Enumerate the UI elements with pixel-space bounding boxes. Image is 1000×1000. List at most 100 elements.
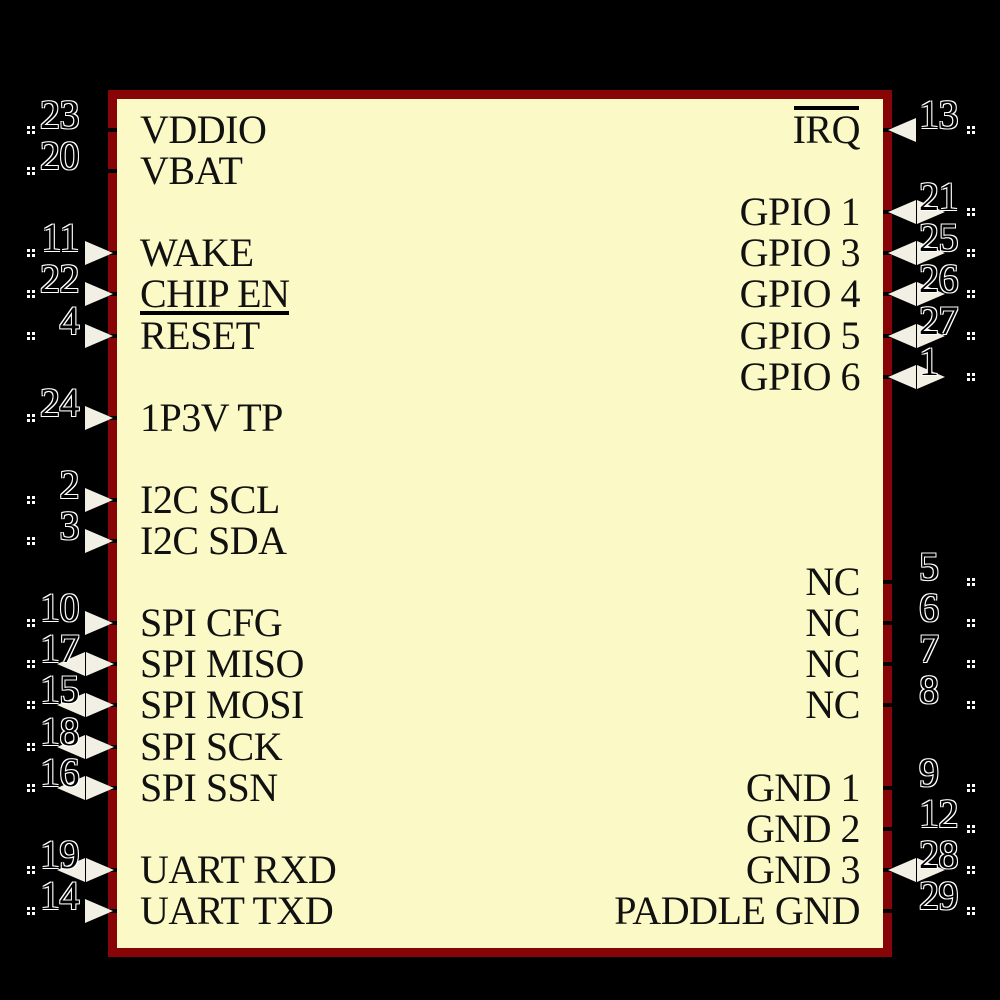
pin-name: UART TXD (140, 887, 334, 933)
pin-name: UART RXD (140, 846, 337, 892)
pin-name: GPIO 3 (739, 230, 861, 276)
pin-number: 10 (40, 585, 80, 631)
pin-type-dots-icon (967, 783, 970, 787)
pin-name-text: NC (805, 682, 860, 728)
pin-type-dots-icon (967, 906, 970, 910)
pin-name: SPI SSN (140, 764, 278, 810)
pin-name: PADDLE GND (614, 887, 860, 933)
pin-arrow-icon (917, 200, 945, 225)
pin-name-text: SPI SSN (140, 764, 278, 810)
pin-arrow-icon (917, 241, 945, 266)
pin-type-dots-icon (27, 619, 30, 623)
pin-stub (883, 908, 899, 913)
pin-name-text: NC (805, 559, 860, 605)
pin-arrow-icon (86, 734, 114, 759)
pin-type-dots-icon (967, 126, 970, 129)
pin-arrow-icon (917, 857, 945, 882)
pin-name-text: I2C SDA (140, 518, 287, 563)
pin-stub (883, 662, 899, 667)
pin-stub (883, 826, 899, 831)
pin-name: GPIO 1 (739, 189, 861, 235)
pin-arrow-icon (85, 405, 113, 430)
pin-number: 28 (919, 831, 959, 877)
pin-arrow-icon (888, 241, 916, 266)
pin-type-dots-icon (27, 413, 30, 417)
pin-number: 17 (40, 626, 80, 672)
pin-number: 6 (919, 585, 939, 631)
pin-number: 24 (40, 379, 80, 425)
pin-name-text: UART TXD (140, 887, 334, 933)
pin-type-dots-icon (967, 208, 970, 212)
pin-name: GPIO 6 (740, 356, 861, 397)
pin-type-dots-icon (27, 660, 30, 664)
pin-arrow-icon (57, 857, 85, 882)
pin-name: VDDIO (140, 107, 267, 152)
pin-name-text: PADDLE GND (614, 887, 860, 933)
pin-name-text: NC (805, 600, 860, 646)
pin-arrow-icon (888, 282, 916, 307)
pin-type-dots-icon (967, 249, 970, 253)
pin-number: 21 (919, 174, 959, 220)
pin-name-text: SPI MOSI (140, 682, 304, 728)
pin-name-text: GPIO 1 (739, 189, 861, 235)
pin-type-dots-icon (967, 701, 970, 705)
pin-number: 16 (40, 749, 80, 795)
pin-arrow-icon (85, 611, 113, 636)
pin-number: 8 (919, 667, 939, 713)
pin-type-dots-icon (967, 619, 970, 623)
pin-arrow-icon (85, 323, 113, 348)
pin-name-text: VBAT (140, 148, 243, 194)
pin-type-dots-icon (27, 290, 30, 294)
pin-arrow-icon (86, 652, 114, 677)
pin-name: NC (805, 644, 860, 684)
pin-stub (883, 703, 899, 708)
pin-name: SPI MISO (140, 644, 304, 684)
pin-name: NC (805, 685, 860, 725)
pin-type-dots-icon (967, 372, 970, 376)
pin-number: 1 (919, 338, 939, 384)
pin-name: CHIP EN (140, 271, 290, 317)
pin-number: 27 (919, 297, 959, 343)
pin-number: 18 (40, 708, 80, 754)
pin-name: GPIO 4 (740, 274, 861, 314)
pin-number: 5 (919, 544, 939, 590)
pin-number: 29 (919, 872, 959, 918)
pin-name-text: GPIO 3 (739, 230, 861, 276)
pin-name: 1P3V TP (140, 397, 283, 438)
pin-stub (883, 621, 899, 626)
pin-name-text: GPIO 5 (739, 312, 861, 358)
pin-number: 23 (40, 92, 80, 137)
pin-type-dots-icon (967, 578, 970, 582)
pin-name: GPIO 5 (739, 312, 861, 358)
pin-name-text: IRQ (792, 106, 861, 152)
pin-number: 3 (59, 503, 80, 548)
pin-arrow-icon (57, 775, 85, 800)
pin-name: NC (805, 603, 860, 643)
pin-arrow-icon (917, 323, 945, 348)
pin-arrow-icon (888, 857, 916, 882)
pin-arrow-icon (57, 652, 85, 677)
pin-type-dots-icon (967, 331, 970, 335)
pin-name-text: CHIP EN (140, 271, 290, 317)
pin-name-text: SPI MISO (140, 641, 304, 687)
pin-arrow-icon (85, 898, 113, 923)
pin-name-text: VDDIO (140, 107, 267, 152)
pin-type-dots-icon (967, 865, 970, 869)
pin-number: 26 (919, 256, 959, 302)
pin-name-text: UART RXD (140, 846, 337, 892)
pin-number: 22 (40, 256, 80, 302)
pin-name: WAKE (140, 233, 254, 273)
pin-type-dots-icon (27, 249, 30, 253)
pin-name: RESET (140, 315, 260, 356)
pin-arrow-icon (85, 487, 113, 512)
pin-stub (883, 785, 899, 790)
pin-arrow-icon (917, 282, 945, 307)
pin-name-text: WAKE (140, 230, 254, 276)
pin-name: GND 3 (746, 849, 861, 890)
pin-arrow-icon (85, 282, 113, 307)
pin-number: 25 (919, 215, 959, 261)
pin-name: VBAT (140, 148, 243, 194)
pin-name-text: GND 1 (745, 764, 861, 810)
pin-number: 20 (40, 133, 80, 179)
